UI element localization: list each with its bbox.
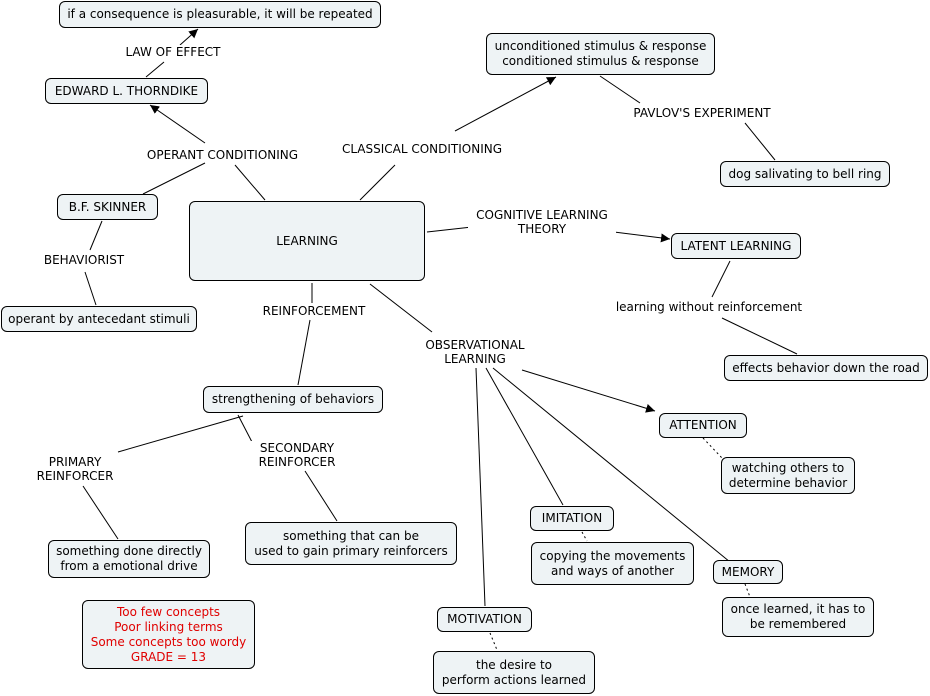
node-watching-others[interactable]: watching others to determine behavior xyxy=(721,457,855,494)
node-learning[interactable]: LEARNING xyxy=(189,201,425,281)
link-law-of-effect: LAW OF EFFECT xyxy=(121,45,225,59)
connector-line xyxy=(492,367,731,563)
connector-line xyxy=(744,122,776,161)
link-cognitive-learning-theory: COGNITIVE LEARNING THEORY xyxy=(468,208,616,236)
connector-line xyxy=(581,531,588,542)
link-observational-learning: OBSERVATIONAL LEARNING xyxy=(415,338,535,366)
node-conditioned-stimulus[interactable]: unconditioned stimulus & response condit… xyxy=(486,33,715,75)
connector-line xyxy=(744,583,751,598)
connector-line xyxy=(711,260,731,298)
node-motivation[interactable]: MOTIVATION xyxy=(437,607,532,632)
node-copying[interactable]: copying the movements and ways of anothe… xyxy=(531,542,694,585)
node-secondary-description[interactable]: something that can be used to gain prima… xyxy=(245,522,457,565)
node-operant-stimuli[interactable]: operant by antecedant stimuli xyxy=(1,306,197,332)
connector-line xyxy=(454,76,557,132)
node-strengthening[interactable]: strengthening of behaviors xyxy=(203,386,383,413)
node-law-result[interactable]: if a consequence is pleasurable, it will… xyxy=(59,1,381,28)
node-memory[interactable]: MEMORY xyxy=(713,560,783,584)
node-attention[interactable]: ATTENTION xyxy=(659,413,747,438)
node-remembered[interactable]: once learned, it has to be remembered xyxy=(722,597,874,637)
connector-line xyxy=(359,164,396,201)
node-skinner[interactable]: B.F. SKINNER xyxy=(57,194,158,220)
connector-line xyxy=(702,437,723,459)
connector-line xyxy=(304,470,338,522)
node-thorndike[interactable]: EDWARD L. THORNDIKE xyxy=(45,78,208,104)
connector-line xyxy=(142,162,206,195)
node-desire[interactable]: the desire to perform actions learned xyxy=(433,651,595,694)
connector-line xyxy=(297,319,311,386)
connector-line xyxy=(234,164,266,201)
node-dog-salivating[interactable]: dog salivating to bell ring xyxy=(720,161,890,187)
node-latent-learning[interactable]: LATENT LEARNING xyxy=(671,233,801,259)
connector-line xyxy=(117,415,244,453)
connector-line xyxy=(485,367,564,506)
node-grade-note: Too few concepts Poor linking terms Some… xyxy=(82,600,255,669)
connector-line xyxy=(721,317,798,355)
connector-line xyxy=(89,220,103,251)
link-reinforcement: REINFORCEMENT xyxy=(255,304,373,318)
connector-line xyxy=(84,271,97,306)
connector-line xyxy=(426,226,473,233)
node-imitation[interactable]: IMITATION xyxy=(530,506,614,531)
link-primary-reinforcer: PRIMARY REINFORCER xyxy=(29,455,121,483)
link-learning-without-reinforcement: learning without reinforcement xyxy=(609,300,809,314)
link-operant-conditioning: OPERANT CONDITIONING xyxy=(140,148,305,162)
connector-line xyxy=(599,75,641,104)
link-pavlovs-experiment: PAVLOV'S EXPERIMENT xyxy=(626,106,778,120)
connector-line xyxy=(179,28,199,46)
link-secondary-reinforcer: SECONDARY REINFORCER xyxy=(249,441,345,469)
connector-line xyxy=(613,231,671,243)
connector-line xyxy=(521,369,656,413)
connector-line xyxy=(475,367,486,607)
connector-line xyxy=(82,485,119,540)
node-primary-description[interactable]: something done directly from a emotional… xyxy=(48,540,210,578)
connector-line xyxy=(369,283,433,333)
node-effects-behavior[interactable]: effects behavior down the road xyxy=(724,355,928,381)
link-behaviorist: BEHAVIORIST xyxy=(36,253,132,267)
connector-line xyxy=(145,61,165,78)
link-classical-conditioning: CLASSICAL CONDITIONING xyxy=(333,142,511,156)
connector-line xyxy=(237,414,253,443)
connector-line xyxy=(149,104,206,144)
connector-line xyxy=(489,632,498,651)
